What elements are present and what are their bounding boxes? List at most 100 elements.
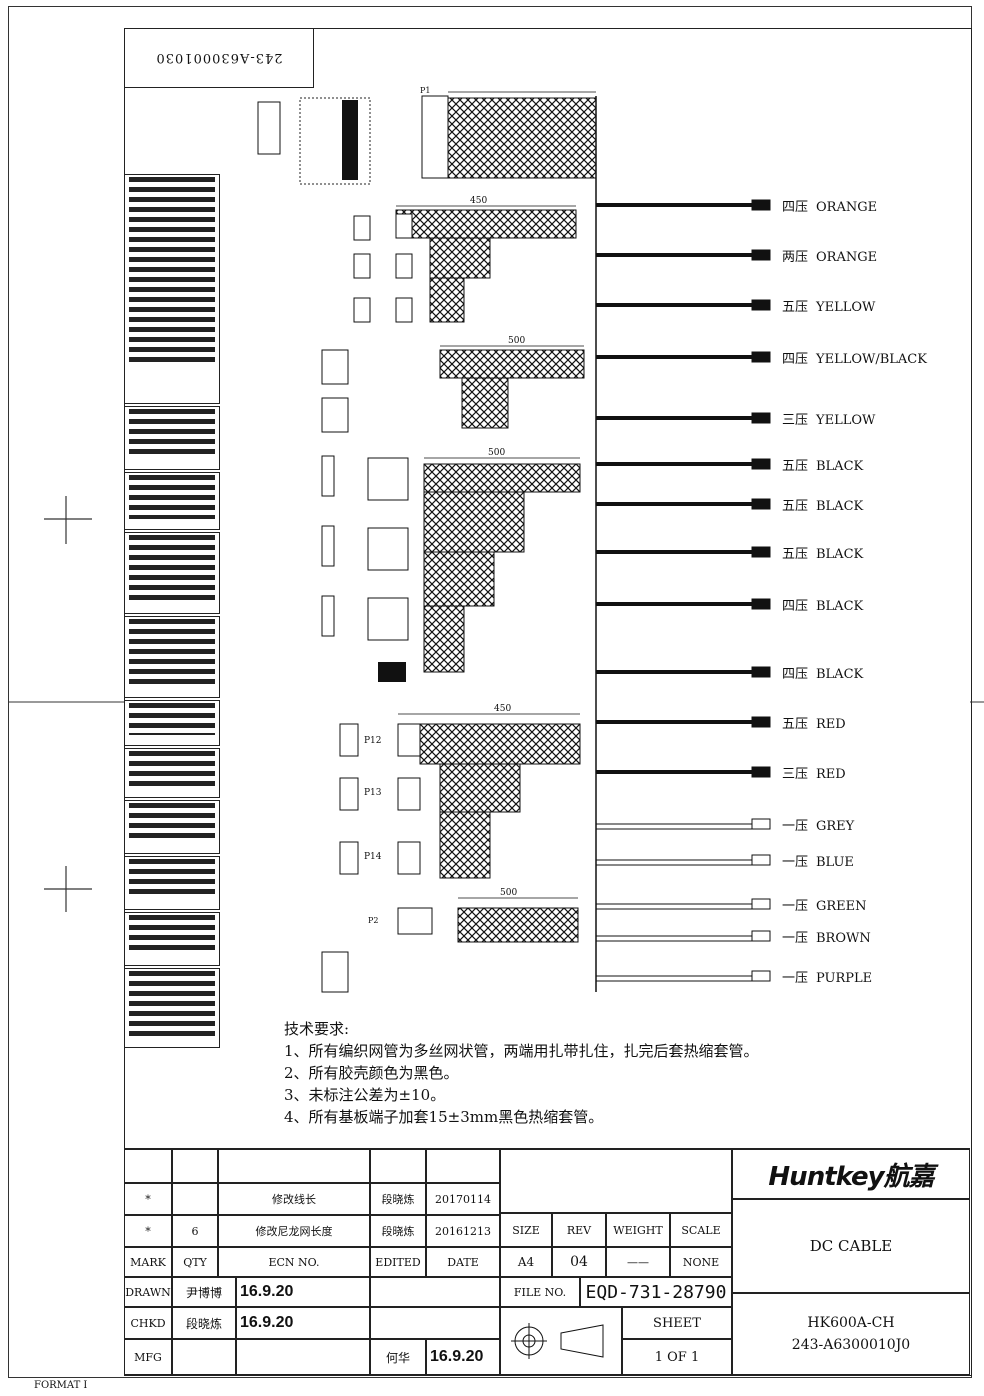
- wire-press-count: 四压: [782, 200, 809, 215]
- wire-terminal: [751, 818, 771, 830]
- wire-color: YELLOW: [816, 413, 876, 428]
- wire-color: YELLOW/BLACK: [816, 352, 927, 367]
- wire-terminal: [751, 412, 771, 424]
- rev-ecn: 修改尼龙网长度: [218, 1215, 370, 1247]
- hdr-ecn: ECN NO.: [218, 1247, 370, 1277]
- wire-terminal: [751, 854, 771, 866]
- scale-value: NONE: [670, 1247, 732, 1277]
- drawn-by: 尹博博: [172, 1277, 236, 1307]
- wire-color: BLUE: [816, 855, 854, 870]
- drawing-title: DC CABLE: [732, 1199, 970, 1293]
- wire-color: YELLOW: [816, 300, 876, 315]
- wire-color: GREY: [816, 819, 855, 834]
- wire-terminal: [751, 766, 771, 778]
- wire-label: 一压 BLUE: [782, 851, 854, 870]
- wire-terminal: [751, 351, 771, 363]
- wire-color: BLACK: [816, 599, 864, 614]
- group-p4-p6: [353, 209, 577, 323]
- wire-color: GREEN: [816, 899, 867, 914]
- file-label: FILE NO.: [500, 1277, 580, 1307]
- drawn-date: 16.9.20: [236, 1277, 370, 1307]
- wire-label: 四压 BLACK: [782, 595, 863, 614]
- wire-terminal: [751, 199, 771, 211]
- note-item: 4、所有基板端子加套15±3mm黑色热缩套管。: [284, 1108, 604, 1126]
- scale-label: SCALE: [670, 1213, 732, 1247]
- hdr-mark: MARK: [124, 1247, 172, 1277]
- rev-mark: *: [124, 1215, 172, 1247]
- wire-label: 四压 ORANGE: [782, 196, 877, 215]
- note-item: 2、所有胶壳颜色为黑色。: [284, 1064, 459, 1082]
- hdr-qty: QTY: [172, 1247, 218, 1277]
- rev-mark: *: [124, 1183, 172, 1215]
- wire-spec-list: [124, 174, 220, 1048]
- wire-label: 五压 BLACK: [782, 495, 863, 514]
- dim-label: 450: [494, 704, 512, 714]
- wire-press-count: 三压: [782, 413, 809, 428]
- wire-terminal: [751, 970, 771, 982]
- wire-label: 三压 YELLOW: [782, 409, 875, 428]
- label-p12: P12: [364, 736, 382, 746]
- weight-value: ——: [606, 1247, 670, 1277]
- dim-label: 500: [500, 888, 518, 898]
- rev-value: 04: [552, 1247, 606, 1277]
- wire-press-count: 四压: [782, 599, 809, 614]
- group-p2: [321, 907, 579, 993]
- wire-label: 一压 GREEN: [782, 895, 867, 914]
- rev-qty: 6: [172, 1215, 218, 1247]
- wire-color: BLACK: [816, 499, 864, 514]
- technical-notes: 技术要求: 1、所有编织网管为多丝网状管，两端用扎带扎住，扎完后套热缩套管。 2…: [284, 1018, 759, 1128]
- wire-color: BROWN: [816, 931, 871, 946]
- wire-color: ORANGE: [816, 200, 878, 215]
- wire-terminal: [751, 498, 771, 510]
- connector-p1: [257, 95, 597, 185]
- dim-label: 450: [470, 196, 488, 206]
- wire-terminal: [751, 299, 771, 311]
- wire-press-count: 两压: [782, 250, 809, 265]
- wire-color: PURPLE: [816, 971, 873, 986]
- rev-edited: 段晓炼: [370, 1215, 426, 1247]
- wire-press-count: 四压: [782, 352, 809, 367]
- wire-terminal: [751, 898, 771, 910]
- rev-ecn: 修改线长: [218, 1183, 370, 1215]
- label-p2: P2: [368, 916, 379, 925]
- wire-press-count: 三压: [782, 767, 809, 782]
- chkd-label: CHKD: [124, 1307, 172, 1339]
- notes-title: 技术要求:: [284, 1020, 350, 1038]
- title-block: * 修改线长 段晓炼 20170114 * 6 修改尼龙网长度 段晓炼 2016…: [124, 1148, 970, 1375]
- projection-icon: [511, 1323, 604, 1359]
- wire-terminal: [751, 716, 771, 728]
- wire-press-count: 一压: [782, 855, 809, 870]
- dim-label: 500: [488, 448, 506, 458]
- part-number: 243-A6300010J0: [791, 1337, 911, 1353]
- wire-color: ORANGE: [816, 250, 878, 265]
- wire-label: 两压 ORANGE: [782, 246, 877, 265]
- rev-date: 20161213: [426, 1215, 500, 1247]
- size-value: A4: [500, 1247, 552, 1277]
- rev-edited: 段晓炼: [370, 1183, 426, 1215]
- note-item: 1、所有编织网管为多丝网状管，两端用扎带扎住，扎完后套热缩套管。: [284, 1042, 759, 1060]
- wire-color: BLACK: [816, 459, 864, 474]
- wire-color: RED: [816, 717, 846, 732]
- wire-terminal: [751, 546, 771, 558]
- wire-color: RED: [816, 767, 846, 782]
- label-p1: P1: [420, 86, 431, 95]
- group-p9-p11: [321, 455, 581, 682]
- wire-press-count: 一压: [782, 899, 809, 914]
- wire-color: BLACK: [816, 667, 864, 682]
- part-info: HK600A-CH 243-A6300010J0: [732, 1293, 970, 1375]
- wire-color: BLACK: [816, 547, 864, 562]
- projection-symbol-cell: [500, 1307, 622, 1375]
- rev-qty: [172, 1183, 218, 1215]
- chkd-by: 段晓炼: [172, 1307, 236, 1339]
- chkd-date: 16.9.20: [236, 1307, 370, 1339]
- wire-terminal: [751, 249, 771, 261]
- wire-press-count: 五压: [782, 499, 809, 514]
